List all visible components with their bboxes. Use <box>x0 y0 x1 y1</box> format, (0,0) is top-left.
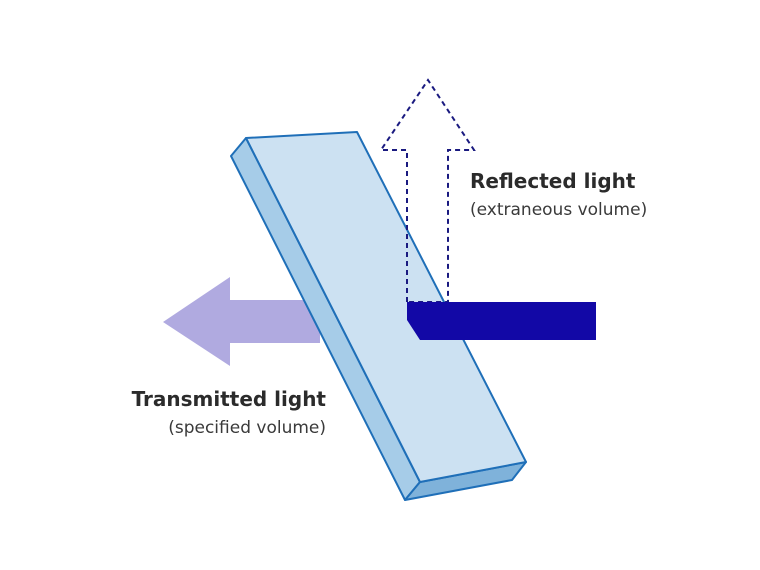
transmitted-light-subtitle: (specified volume) <box>168 418 326 438</box>
reflected-light-arrow <box>379 78 476 303</box>
transmitted-light-title: Transmitted light <box>132 387 327 411</box>
reflected-light-subtitle: (extraneous volume) <box>470 200 647 220</box>
transmitted-light-arrow <box>163 277 320 366</box>
slab-front-face <box>245 131 527 483</box>
incident-light-beam <box>407 302 596 340</box>
reflected-light-title: Reflected light <box>470 169 636 193</box>
